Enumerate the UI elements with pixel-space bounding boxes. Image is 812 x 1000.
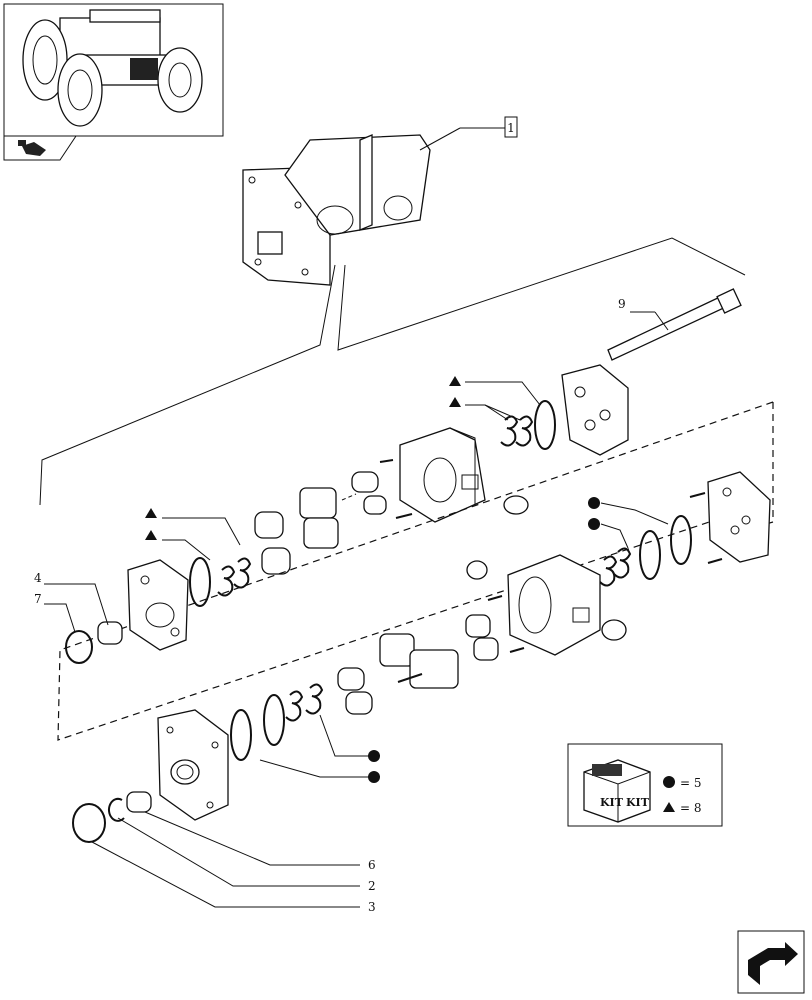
kit-label-right: KIT — [626, 796, 650, 809]
pump-component-icon — [18, 140, 46, 156]
next-page-button[interactable] — [737, 930, 805, 994]
right-seal-set — [599, 515, 692, 587]
upper-plug — [503, 495, 529, 515]
circle-markers-right — [588, 497, 669, 549]
o-ring-3 — [72, 803, 106, 843]
left-seal-set — [189, 557, 252, 607]
callout-label-7: 7 — [34, 592, 42, 606]
callout-4[interactable]: 4 — [34, 571, 109, 626]
bolt-9 — [607, 288, 742, 361]
triangle-kit-count: = 8 — [680, 801, 702, 815]
rear-cover-plate — [561, 364, 629, 456]
intermediate-plate — [127, 559, 189, 651]
end-cover-right — [689, 471, 771, 564]
tractor-thumbnail-icon — [22, 9, 203, 127]
triangle-symbol — [663, 802, 675, 812]
bottom-seal-set — [230, 683, 324, 761]
lower-gears — [337, 614, 499, 715]
triangle-markers-top — [449, 376, 541, 421]
upper-pump-body — [399, 427, 486, 523]
circle-symbol — [663, 776, 675, 788]
kit-label-left: KIT — [600, 796, 624, 809]
lower-pump-body — [466, 554, 627, 656]
circle-markers-bottom — [259, 714, 380, 783]
upper-seal-set — [500, 400, 556, 450]
callout-label-1: 1 — [507, 121, 515, 135]
kit-box-icon: KIT KIT — [583, 759, 651, 823]
kit-legend: KIT KIT = 5 = 8 — [567, 743, 723, 827]
seal-ring-4 — [97, 621, 123, 645]
callout-label-3: 3 — [368, 900, 376, 914]
circlip-7 — [65, 630, 93, 664]
callout-6[interactable]: 6 — [144, 811, 376, 872]
explode-lines — [39, 237, 746, 506]
shaft-seal-6 — [126, 791, 152, 813]
callout-7[interactable]: 7 — [34, 592, 76, 633]
triangle-markers-left — [145, 508, 241, 561]
callout-2[interactable]: 2 — [117, 817, 376, 893]
next-page-arrow-icon — [748, 942, 798, 985]
snap-ring-2 — [108, 797, 125, 822]
front-flange-plate — [157, 709, 229, 821]
assembled-pump — [242, 134, 431, 286]
tractor-thumbnail[interactable] — [3, 3, 224, 161]
callout-1[interactable]: 1 — [419, 116, 518, 151]
circle-kit-count: = 5 — [680, 776, 702, 790]
callout-3[interactable]: 3 — [91, 841, 376, 914]
upper-gears — [254, 459, 413, 575]
callout-9[interactable]: 9 — [618, 297, 669, 331]
callout-label-2: 2 — [368, 879, 376, 893]
callout-label-4: 4 — [34, 571, 42, 585]
callout-label-6: 6 — [368, 858, 376, 872]
callout-label-9: 9 — [618, 297, 626, 311]
